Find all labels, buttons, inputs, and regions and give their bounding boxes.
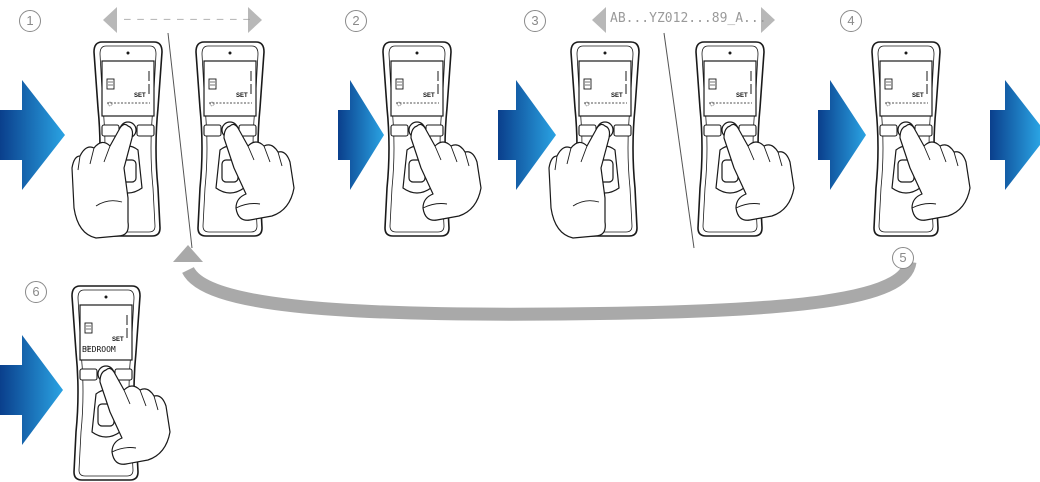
character-sequence-text: AB...YZ012...89_A...	[610, 11, 767, 26]
step-number-4: 4	[840, 10, 862, 32]
dash-sequence-arrow	[103, 7, 262, 33]
step-number-6: 6	[25, 281, 47, 303]
remote-control-4: SET	[548, 41, 640, 239]
lcd-set-label: SET	[134, 93, 146, 99]
blue-right-arrow-icon	[990, 80, 1040, 190]
dash-sequence-text: – – – – – – – – – –	[124, 12, 250, 25]
remote-control-3: SET	[382, 41, 482, 237]
return-loop-arrow	[173, 245, 917, 321]
lcd-set-label: SET	[423, 93, 435, 99]
left-button[interactable]	[703, 124, 722, 137]
remote-control-6: SET	[871, 41, 971, 237]
step-number-1: 1	[19, 10, 41, 32]
lcd-screen	[101, 60, 155, 117]
left-button[interactable]	[879, 124, 898, 137]
blue-right-arrow-icon	[0, 80, 65, 190]
blue-right-arrow-icon	[0, 335, 63, 445]
lcd-screen	[203, 60, 257, 117]
pointing-hand-icon	[410, 123, 482, 221]
lcd-screen	[578, 60, 632, 117]
left-button[interactable]	[390, 124, 409, 137]
step-number-3: 3	[524, 10, 546, 32]
right-button[interactable]	[136, 124, 155, 137]
lcd-set-label: SET	[912, 93, 924, 99]
blue-right-arrow-icon	[498, 80, 556, 190]
remote-control-1: SET	[71, 41, 163, 239]
lcd-screen	[703, 60, 757, 117]
left-button[interactable]	[79, 368, 98, 381]
remote-control-7: SET BEDROOM	[71, 285, 171, 481]
right-button[interactable]	[613, 124, 632, 137]
divider-line	[663, 32, 695, 249]
pointing-hand-icon	[723, 123, 795, 221]
pointing-hand-icon	[99, 367, 171, 465]
step-number-2: 2	[345, 10, 367, 32]
lcd-set-label: SET	[236, 93, 248, 99]
lcd-set-label: SET	[736, 93, 748, 99]
lcd-room-name: BEDROOM	[82, 345, 116, 354]
lcd-set-label: SET	[112, 337, 124, 343]
left-button[interactable]	[203, 124, 222, 137]
remote-control-5: SET	[695, 41, 795, 237]
blue-right-arrow-icon	[818, 80, 866, 190]
pointing-hand-icon	[899, 123, 971, 221]
lcd-screen	[879, 60, 933, 117]
pointing-hand-icon	[71, 123, 134, 239]
blue-right-arrow-icon	[338, 80, 384, 190]
lcd-set-label: SET	[611, 93, 623, 99]
remote-control-2: SET	[195, 41, 295, 237]
divider-line	[167, 32, 193, 249]
character-sequence-arrow	[592, 7, 775, 33]
pointing-hand-icon	[548, 123, 611, 239]
pointing-hand-icon	[223, 123, 295, 221]
lcd-screen	[79, 304, 133, 361]
step-number-5: 5	[892, 247, 914, 269]
lcd-screen	[390, 60, 444, 117]
